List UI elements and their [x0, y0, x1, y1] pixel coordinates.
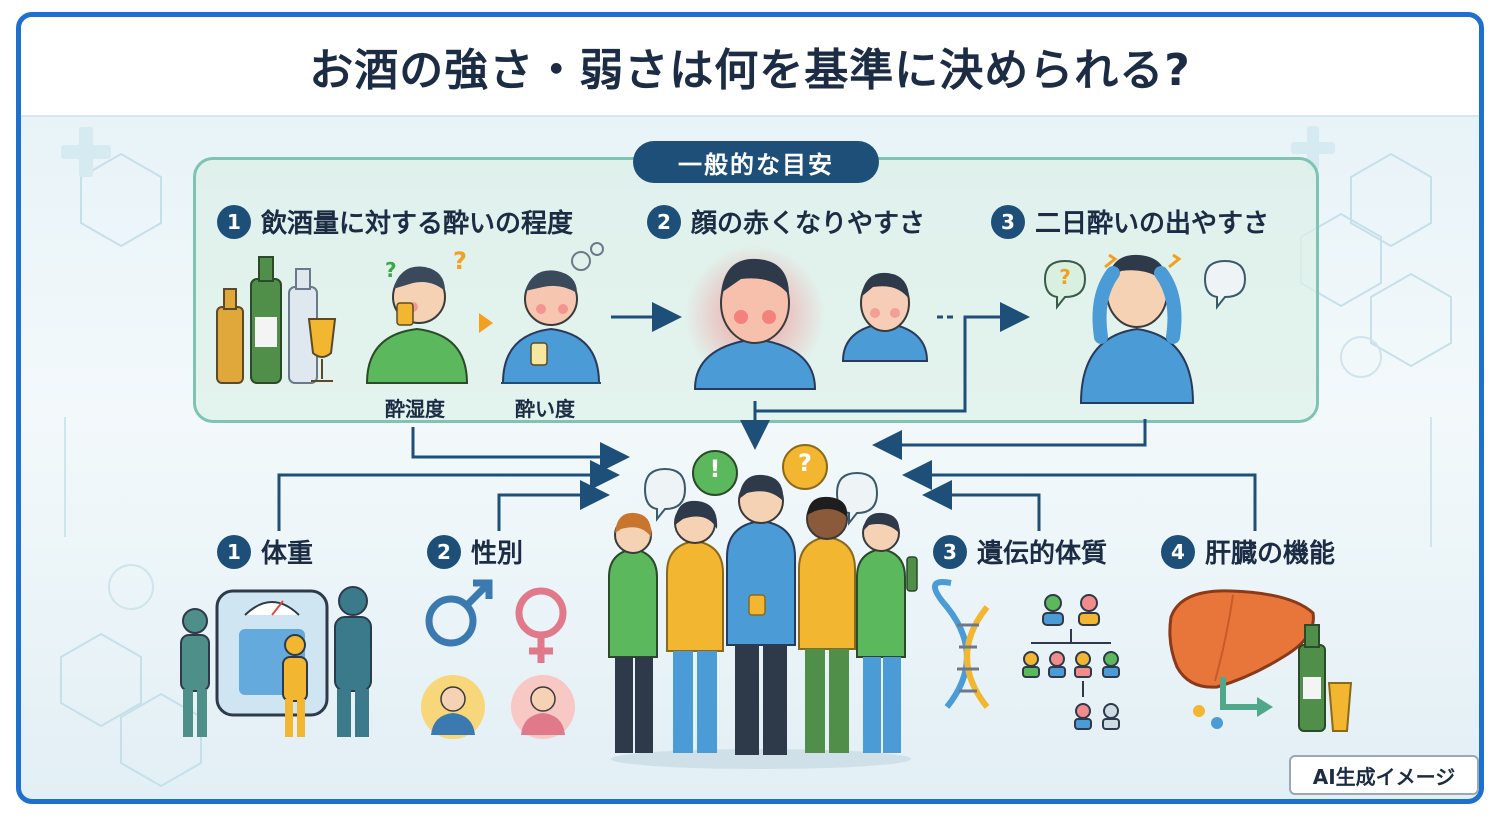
title-bar: お酒の強さ・弱さは何を基準に決められる?: [21, 17, 1479, 117]
glass-icon: [1327, 682, 1353, 732]
page-title: お酒の強さ・弱さは何を基準に決められる?: [309, 45, 1191, 96]
factor-label: 遺伝的体質: [977, 539, 1108, 569]
number-badge: 2: [647, 204, 681, 239]
stage-caption-2: 酔い度: [515, 397, 575, 421]
exclaim-bubble-text: !: [709, 455, 721, 483]
guide-item-3: 3 二日酔いの出やすさ: [991, 203, 1269, 240]
drinking-man-illustration: ? ?: [365, 247, 469, 384]
factor-label: 肝臓の機能: [1205, 539, 1336, 569]
hex-background: [60, 126, 1452, 788]
factor-1: 1 体重: [217, 533, 313, 570]
liver-icon: [1168, 589, 1315, 729]
infographic-frame: お酒の強さ・弱さは何を基準に決められる? 一般的な目安 1 飲酒量に対する酔いの…: [16, 12, 1484, 804]
guide-heading: 一般的な目安: [633, 141, 879, 183]
factor-3: 3 遺伝的体質: [933, 533, 1107, 570]
guide-item-1: 1 飲酒量に対する酔いの程度: [217, 203, 573, 240]
stage-caption-1: 酔湿度: [385, 397, 445, 421]
guide-item-label: 二日酔いの出やすさ: [1035, 209, 1270, 239]
body-type-figures: [180, 586, 372, 737]
flushed-face-illustration: [685, 245, 825, 390]
speech-bubbles: [643, 444, 879, 526]
family-tree-icon: [1022, 594, 1120, 730]
number-badge: 3: [933, 534, 967, 569]
number-badge: 2: [427, 534, 461, 569]
guide-item-label: 顔の赤くなりやすさ: [691, 209, 926, 239]
ai-generated-badge: AI生成イメージ: [1289, 755, 1479, 795]
factor-label: 性別: [471, 539, 524, 569]
bottle-icon: [216, 256, 318, 384]
female-avatar: [511, 675, 575, 739]
factor-label: 体重: [261, 539, 314, 569]
small-question-bubble-text: ?: [1059, 265, 1071, 289]
guide-item-2: 2 顔の赤くなりやすさ: [647, 203, 925, 240]
number-badge: 1: [217, 534, 251, 569]
tipsy-man-illustration: [501, 242, 604, 384]
hangover-man-illustration: [1043, 253, 1247, 404]
svg-text:?: ?: [453, 247, 467, 275]
illustration-layer: ? ?: [180, 242, 1353, 769]
bottle-icon: [1298, 624, 1326, 732]
svg-text:?: ?: [385, 258, 397, 282]
factor-2: 2 性別: [427, 533, 523, 570]
factor-4: 4 肝臓の機能: [1161, 533, 1335, 570]
scale-icon: [215, 589, 329, 717]
mild-flushed-face-illustration: [841, 272, 929, 362]
number-badge: 1: [217, 204, 251, 239]
male-symbol-icon: [425, 579, 493, 647]
stage-arrow-icon: [479, 313, 493, 333]
male-avatar: [421, 675, 485, 739]
question-bubble-text: ?: [798, 449, 812, 477]
number-badge: 4: [1161, 534, 1195, 569]
female-symbol-icon: [515, 587, 567, 663]
dna-icon: [932, 579, 990, 709]
guide-item-label: 飲酒量に対する酔いの程度: [261, 209, 574, 239]
glass-icon: [307, 318, 337, 382]
number-badge: 3: [991, 204, 1025, 239]
group-of-people-illustration: [608, 474, 918, 769]
